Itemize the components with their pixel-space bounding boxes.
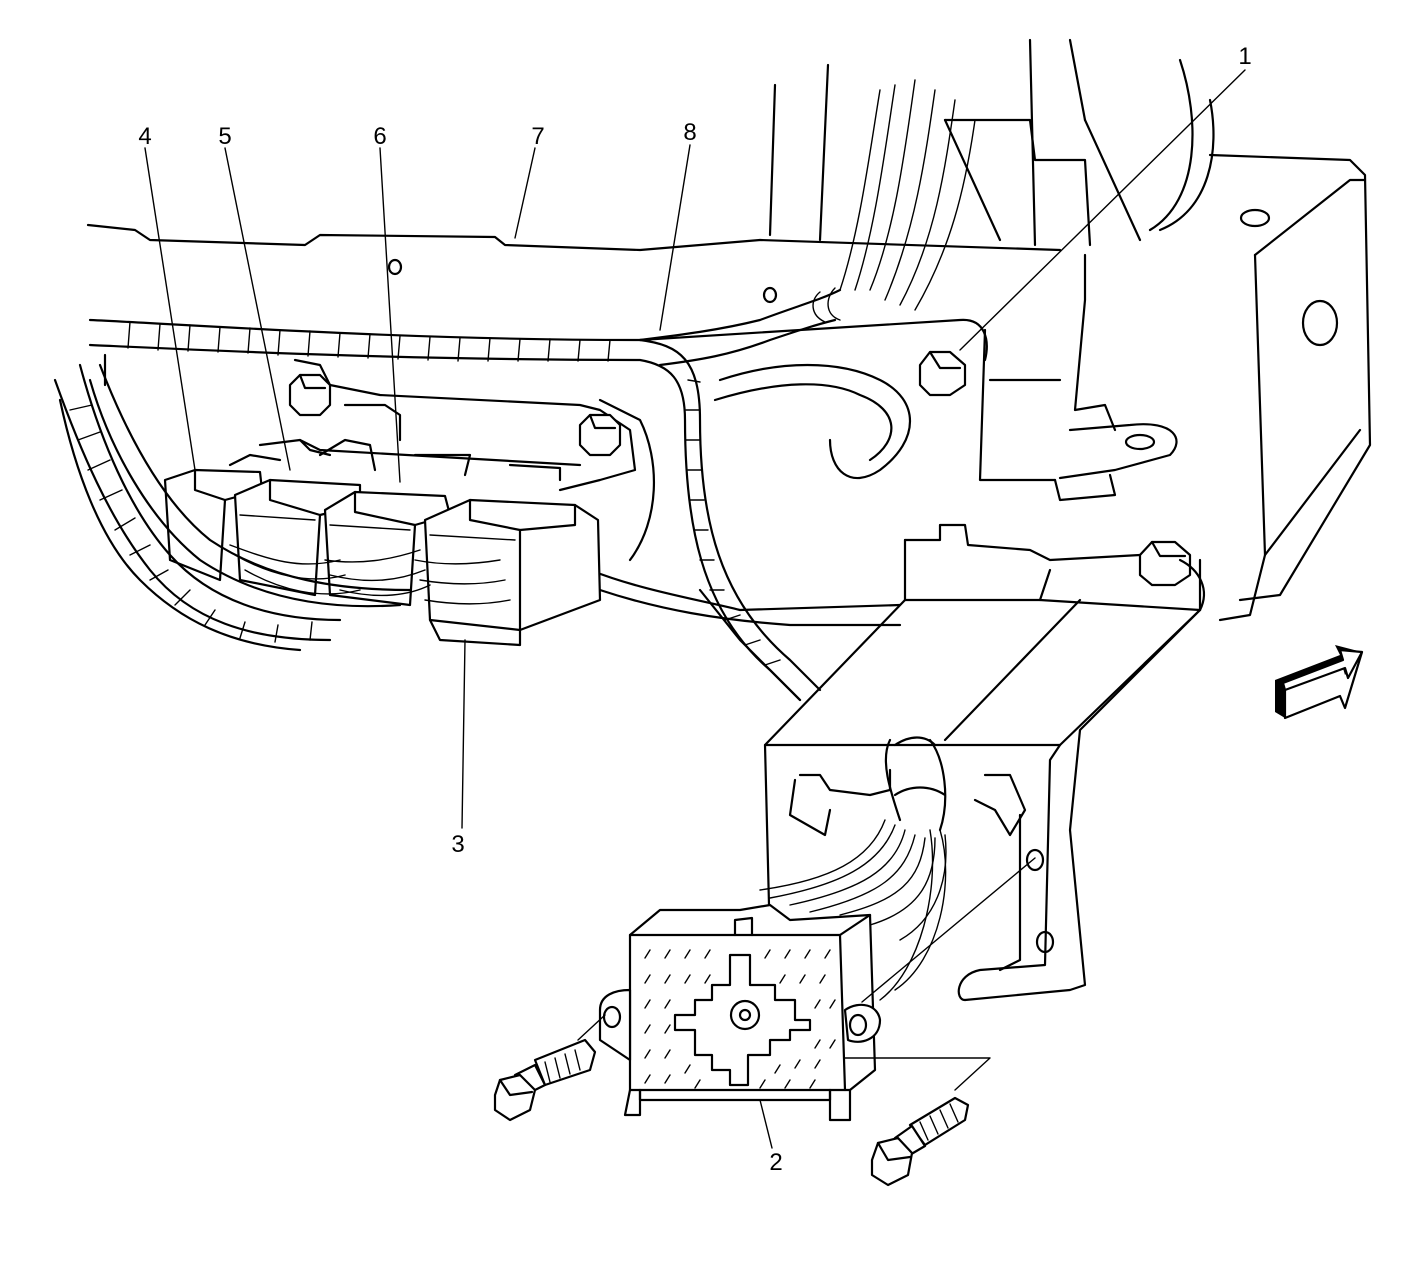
callout-7: 7: [531, 123, 544, 150]
right-bracket: [978, 153, 1372, 622]
callout-2: 2: [769, 1149, 782, 1176]
callout-6: 6: [373, 123, 386, 150]
callout-5: 5: [218, 123, 231, 150]
callout-3: 3: [451, 831, 464, 858]
relay-3: [423, 498, 602, 647]
screw-icon: [493, 1038, 597, 1122]
lower-bracket: [759, 523, 1205, 1002]
forward-arrow-icon: [1275, 645, 1364, 720]
wrapped-harness: [53, 287, 912, 702]
connector-block: [577, 857, 1036, 1122]
relay-bracket: [228, 358, 637, 492]
screw-icon: [870, 1096, 970, 1187]
callout-4: 4: [138, 123, 151, 150]
callout-8: 8: [683, 119, 696, 146]
callout-1: 1: [1238, 43, 1251, 70]
hex-bolt-icon: [288, 350, 1192, 587]
leader-lines: [144, 69, 1246, 1149]
upper-structure: [768, 38, 1215, 311]
